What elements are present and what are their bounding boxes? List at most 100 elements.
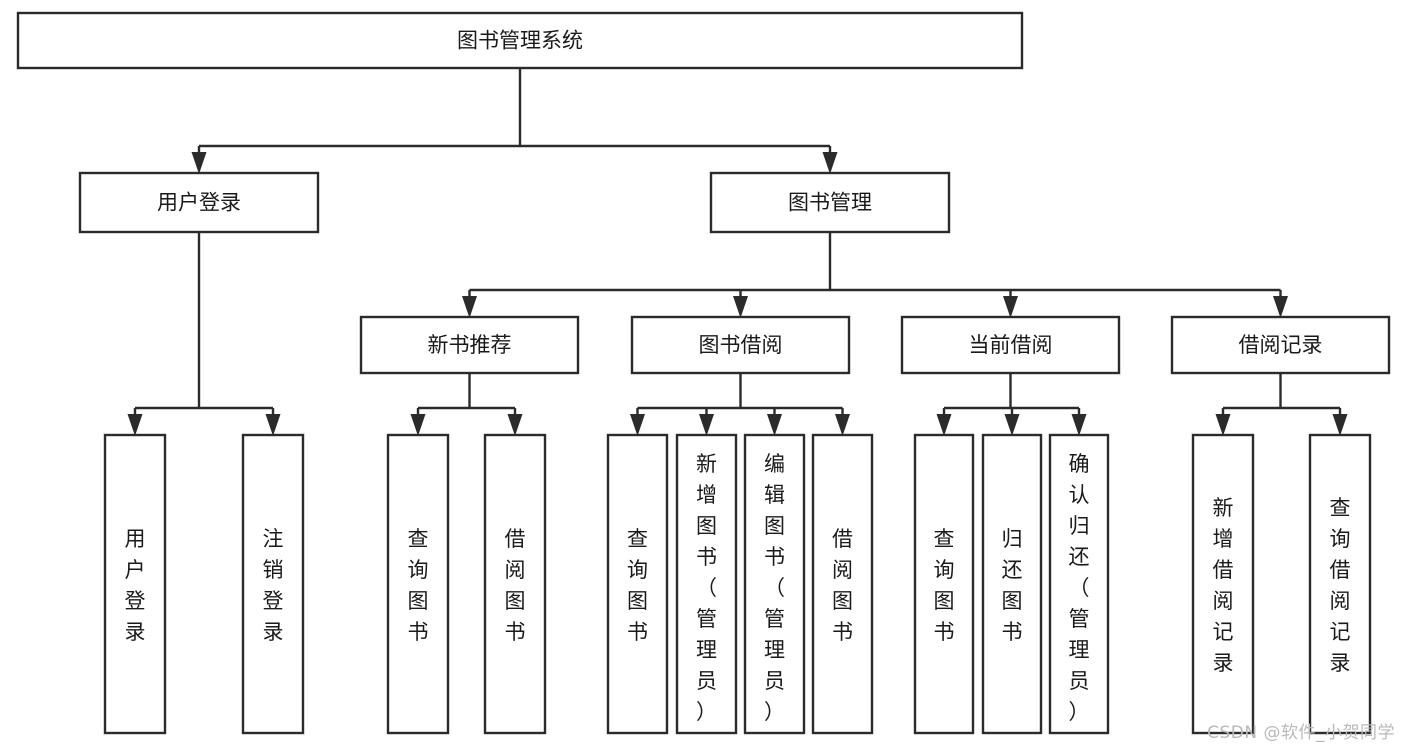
node-label: 新增图书（管理员） — [696, 452, 717, 724]
node-label-char: 记 — [1330, 620, 1351, 644]
node-c-query-book[interactable]: 查询图书 — [913, 433, 975, 735]
node-r-add-record[interactable]: 新增借阅记录 — [1191, 433, 1255, 735]
connector-arrowhead — [1003, 296, 1018, 318]
connector-arrowhead — [835, 414, 850, 436]
node-label-char: 查 — [1330, 496, 1351, 520]
node-label-char: 询 — [627, 558, 648, 582]
node-login[interactable]: 用户登录 — [78, 171, 320, 234]
node-label-char: 书 — [764, 545, 785, 569]
node-label-char: （ — [1069, 576, 1090, 600]
connector-arrowhead — [1273, 296, 1288, 318]
connector-arrowhead — [462, 296, 477, 318]
node-label-char: 登 — [125, 589, 146, 613]
node-label-char: 询 — [934, 558, 955, 582]
node-label: 编辑图书（管理员） — [764, 452, 785, 724]
node-label-char: 注 — [263, 527, 284, 551]
node-label-char: 查 — [934, 527, 955, 551]
node-label-char: 查 — [408, 527, 429, 551]
node-current[interactable]: 当前借阅 — [900, 315, 1121, 375]
node-label: 新增借阅记录 — [1213, 496, 1234, 675]
node-label-char: 阅 — [505, 558, 526, 582]
node-label-char: 录 — [1213, 651, 1234, 675]
node-label: 用户登录 — [125, 527, 146, 644]
node-label-char: （ — [764, 576, 785, 600]
node-label-char: 借 — [1213, 558, 1234, 582]
node-label: 图书管理 — [788, 191, 872, 215]
node-label-char: 理 — [764, 638, 785, 662]
node-box — [78, 171, 320, 234]
watermark-label: CSDN @软件_小贺同学 — [1207, 723, 1395, 743]
node-label-char: 确 — [1069, 452, 1090, 476]
node-box — [483, 433, 547, 735]
node-box — [16, 11, 1024, 70]
node-label-char: 新 — [1213, 496, 1234, 520]
node-label-char: ） — [1069, 700, 1090, 724]
node-label-char: 书 — [696, 545, 717, 569]
node-box — [743, 433, 806, 735]
node-borrow[interactable]: 图书借阅 — [630, 315, 851, 375]
node-label: 查询借阅记录 — [1330, 496, 1351, 675]
node-label-char: 管 — [696, 607, 717, 631]
node-l-user-logout[interactable]: 注销登录 — [241, 433, 305, 735]
node-label-char: 图 — [696, 514, 717, 538]
node-label: 借阅图书 — [832, 527, 853, 644]
node-box — [386, 433, 450, 735]
node-box — [709, 171, 951, 234]
node-box — [981, 433, 1043, 735]
node-records[interactable]: 借阅记录 — [1170, 315, 1391, 375]
node-label-char: 新 — [696, 452, 717, 476]
connector-arrowhead — [265, 414, 281, 436]
node-label-char: 登 — [263, 589, 284, 613]
node-box — [241, 433, 305, 735]
node-box — [811, 433, 874, 735]
node-c-return-book[interactable]: 归还图书 — [981, 433, 1043, 735]
node-box — [1191, 433, 1255, 735]
node-b-borrow-book[interactable]: 借阅图书 — [811, 433, 874, 735]
node-label-char: 阅 — [832, 558, 853, 582]
node-label-char: 书 — [1002, 620, 1023, 644]
node-label-char: 询 — [1330, 527, 1351, 551]
node-label-char: 阅 — [1330, 589, 1351, 613]
node-root[interactable]: 图书管理系统 — [16, 11, 1024, 70]
node-c-confirm-return[interactable]: 确认归还（管理员） — [1048, 433, 1110, 735]
node-n-borrow-book[interactable]: 借阅图书 — [483, 433, 547, 735]
connector-arrowhead — [767, 414, 782, 436]
node-label-char: 借 — [1330, 558, 1351, 582]
connector-arrowhead — [410, 414, 426, 436]
node-label-char: 查 — [627, 527, 648, 551]
node-b-add-book[interactable]: 新增图书（管理员） — [675, 433, 738, 735]
node-label-char: 图 — [408, 589, 429, 613]
node-label-char: 阅 — [1213, 589, 1234, 613]
connector-arrowhead — [127, 414, 143, 436]
node-box — [900, 315, 1121, 375]
node-l-user-login[interactable]: 用户登录 — [103, 433, 167, 735]
node-label-char: 增 — [696, 483, 717, 507]
node-label-char: 管 — [764, 607, 785, 631]
node-label-char: ） — [696, 700, 717, 724]
node-label: 图书借阅 — [699, 333, 783, 357]
node-label: 新书推荐 — [428, 333, 512, 357]
node-box — [630, 315, 851, 375]
node-box — [103, 433, 167, 735]
connector-arrowhead — [191, 152, 207, 174]
node-label-char: 录 — [125, 620, 146, 644]
connector-arrowhead — [1215, 414, 1231, 436]
connector-arrowhead — [630, 414, 645, 436]
node-n-query-book[interactable]: 查询图书 — [386, 433, 450, 735]
node-label-char: （ — [696, 576, 717, 600]
node-label-char: 销 — [263, 558, 284, 582]
node-newbook[interactable]: 新书推荐 — [359, 315, 580, 375]
node-b-edit-book[interactable]: 编辑图书（管理员） — [743, 433, 806, 735]
connector-arrowhead — [733, 296, 748, 318]
node-bookmgmt[interactable]: 图书管理 — [709, 171, 951, 234]
connector-arrowhead — [1004, 414, 1020, 436]
node-label-char: 辑 — [764, 483, 785, 507]
node-r-query-record[interactable]: 查询借阅记录 — [1308, 433, 1372, 735]
connector-arrowhead — [699, 414, 714, 436]
node-label-char: 归 — [1069, 514, 1090, 538]
node-label: 图书管理系统 — [457, 29, 583, 53]
node-b-query-book[interactable]: 查询图书 — [606, 433, 669, 735]
node-label-char: 理 — [696, 638, 717, 662]
node-box — [1170, 315, 1391, 375]
